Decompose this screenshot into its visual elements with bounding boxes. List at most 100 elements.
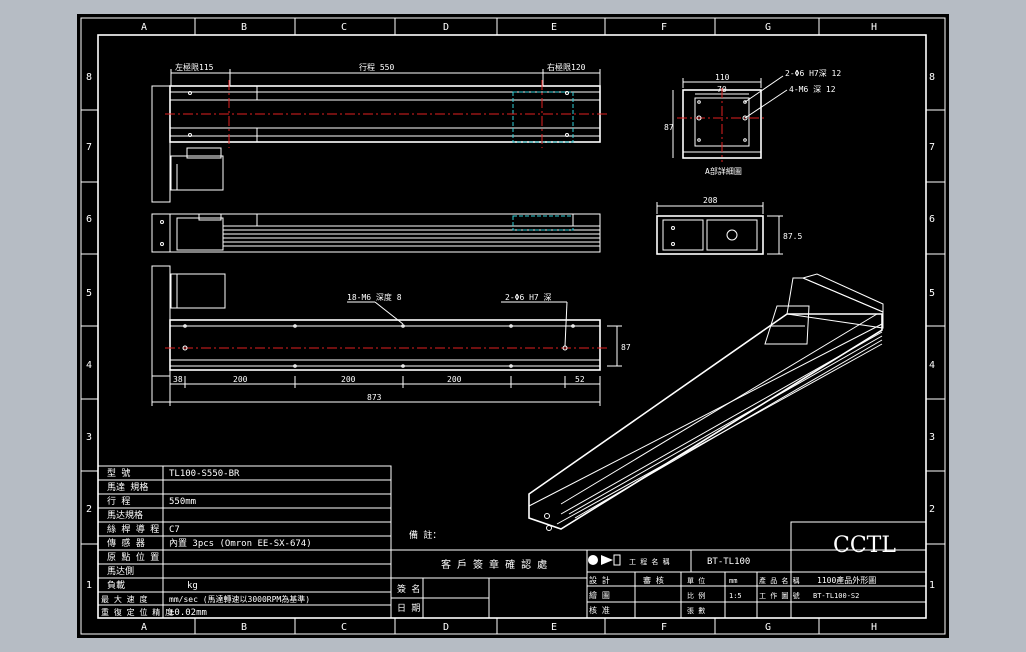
zone-row-6-right: 6 xyxy=(929,214,935,225)
zone-col-h-bottom: H xyxy=(871,622,877,633)
bottom-dim-seg-1: 38 xyxy=(173,375,183,384)
spec-label-motor-side: 馬达側 xyxy=(107,565,134,577)
approval-date-label: 日 期 xyxy=(397,603,420,614)
zone-col-b-top: B xyxy=(241,22,247,33)
detail-a-view: 110 70 87 2-Φ6 H7深 12 4-M6 深 12 A部詳細圖 xyxy=(664,69,841,176)
zone-ticks xyxy=(81,18,945,634)
title-ratio-label: 比 例 xyxy=(687,591,705,600)
detail-dim-width: 110 xyxy=(715,73,730,82)
zone-col-a-bottom: A xyxy=(141,622,147,633)
zone-row-8-right: 8 xyxy=(929,72,935,83)
bottom-dim-seg-4: 200 xyxy=(447,375,462,384)
zone-col-g-top: G xyxy=(765,22,771,33)
title-block xyxy=(586,521,927,619)
spec-label-origin: 原 點 位 置 xyxy=(107,551,159,563)
detail-note-2: 4-M6 深 12 xyxy=(789,85,836,94)
title-drafter: 繪 圖 xyxy=(589,590,610,600)
spec-value-speed: mm/sec (馬達轉速以3000RPM為基準) xyxy=(169,594,310,604)
spec-label-speed: 最 大 速 度 xyxy=(101,594,147,604)
spec-value-model: TL100-S550-BR xyxy=(169,469,240,479)
spec-value-lead: C7 xyxy=(169,525,180,535)
cad-drawing: A B C D E F G H A B C D E F G H 8 7 6 5 … xyxy=(80,17,946,635)
zone-row-7-right: 7 xyxy=(929,142,935,153)
top-dim-left: 左極限115 xyxy=(175,62,214,72)
title-project-label: 工 程 名 稱 xyxy=(629,557,670,566)
zone-col-a-top: A xyxy=(141,22,147,33)
title-designer: 設 計 xyxy=(589,575,610,585)
zone-col-b-bottom: B xyxy=(241,622,247,633)
spec-label-motor-spec: 馬达規格 xyxy=(107,509,143,521)
bottom-note-holes-1: 18-M6 深度 8 xyxy=(347,292,402,302)
title-part-label: 產 品 名 稱 xyxy=(759,576,800,585)
zone-col-c-top: C xyxy=(341,22,347,33)
spec-value-load: kg xyxy=(187,581,198,591)
isometric-view xyxy=(528,273,884,531)
spec-value-accuracy: ±0.02mm xyxy=(169,608,207,618)
detail-note-1: 2-Φ6 H7深 12 xyxy=(785,69,841,78)
spec-label-model: 型 號 xyxy=(107,467,130,479)
zone-row-6-left: 6 xyxy=(86,214,92,225)
bottom-dim-seg-5: 52 xyxy=(575,375,585,384)
detail-dim-height: 87 xyxy=(664,123,674,132)
end-dim-width: 208 xyxy=(703,196,718,205)
zone-row-4-left: 4 xyxy=(86,360,92,371)
zone-row-1-right: 1 xyxy=(929,580,935,591)
zone-row-8-left: 8 xyxy=(86,72,92,83)
bottom-dim-seg-2: 200 xyxy=(233,375,248,384)
top-dim-stroke: 行程 550 xyxy=(359,62,394,72)
title-project-value: BT-TL100 xyxy=(707,557,750,567)
zone-col-e-top: E xyxy=(551,22,557,33)
end-dim-height: 87.5 xyxy=(783,232,802,241)
zone-col-f-top: F xyxy=(661,22,667,33)
bottom-dim-seg-3: 200 xyxy=(341,375,356,384)
spec-label-lead: 絲 桿 導 程 xyxy=(107,523,159,535)
zone-row-5-left: 5 xyxy=(86,288,92,299)
title-unit-label: 單 位 xyxy=(687,576,705,585)
zone-row-2-left: 2 xyxy=(86,504,92,515)
detail-caption: A部詳細圖 xyxy=(705,166,742,176)
notes-label: 備 註： xyxy=(409,529,441,541)
bottom-view: 18-M6 深度 8 2-Φ6 H7 深 87 38 200 200 200 5… xyxy=(151,265,631,406)
zone-col-g-bottom: G xyxy=(765,622,771,633)
spec-label-sensor: 傳 感 器 xyxy=(107,537,145,549)
logo-text: CCTL xyxy=(833,533,896,558)
zone-row-3-right: 3 xyxy=(929,432,935,443)
company-logo-icon xyxy=(588,554,621,566)
title-approver: 核 准 xyxy=(589,605,610,615)
spec-label-motor: 馬達 規格 xyxy=(107,481,148,493)
zone-row-2-right: 2 xyxy=(929,504,935,515)
zone-col-d-bottom: D xyxy=(443,622,449,633)
approval-sign-label: 簽 名 xyxy=(397,583,420,595)
end-view: 208 87.5 xyxy=(656,196,802,255)
spec-value-stroke: 550mm xyxy=(169,497,196,507)
top-view: 左極限115 行程 550 右極限120 xyxy=(151,62,607,203)
spec-label-accuracy: 重 復 定 位 精 度 xyxy=(101,607,173,617)
zone-row-1-left: 1 xyxy=(86,580,92,591)
title-drawing-no-value: BT-TL100-S2 xyxy=(813,592,859,600)
title-unit-value: mm xyxy=(729,577,737,585)
zone-col-e-bottom: E xyxy=(551,622,557,633)
drawing-canvas: A B C D E F G H A B C D E F G H 8 7 6 5 … xyxy=(77,14,949,638)
zone-row-7-left: 7 xyxy=(86,142,92,153)
title-drawing-no-label: 工 作 圖 號 xyxy=(759,591,800,600)
approval-title: 客 戶 簽 章 確 認 處 xyxy=(441,558,547,571)
spec-table xyxy=(97,465,392,619)
spec-label-load: 負載 xyxy=(107,579,125,591)
zone-row-3-left: 3 xyxy=(86,432,92,443)
zone-col-f-bottom: F xyxy=(661,622,667,633)
side-view xyxy=(151,213,601,253)
bottom-note-holes-2: 2-Φ6 H7 深 xyxy=(505,293,552,302)
zone-row-4-right: 4 xyxy=(929,360,935,371)
bottom-dim-total: 873 xyxy=(367,393,382,402)
zone-row-5-right: 5 xyxy=(929,288,935,299)
title-checker: 審 核 xyxy=(643,575,664,585)
zone-col-h-top: H xyxy=(871,22,877,33)
zone-col-d-top: D xyxy=(443,22,449,33)
title-part-value: 1100產品外形圖 xyxy=(817,575,876,585)
zone-col-c-bottom: C xyxy=(341,622,347,633)
bottom-dim-height: 87 xyxy=(621,343,631,352)
title-ratio-value: 1:5 xyxy=(729,592,742,600)
top-dim-right: 右極限120 xyxy=(547,62,586,72)
spec-value-sensor: 內置 3pcs (Omron EE-SX-674) xyxy=(169,538,312,549)
spec-label-stroke: 行 程 xyxy=(107,495,130,507)
